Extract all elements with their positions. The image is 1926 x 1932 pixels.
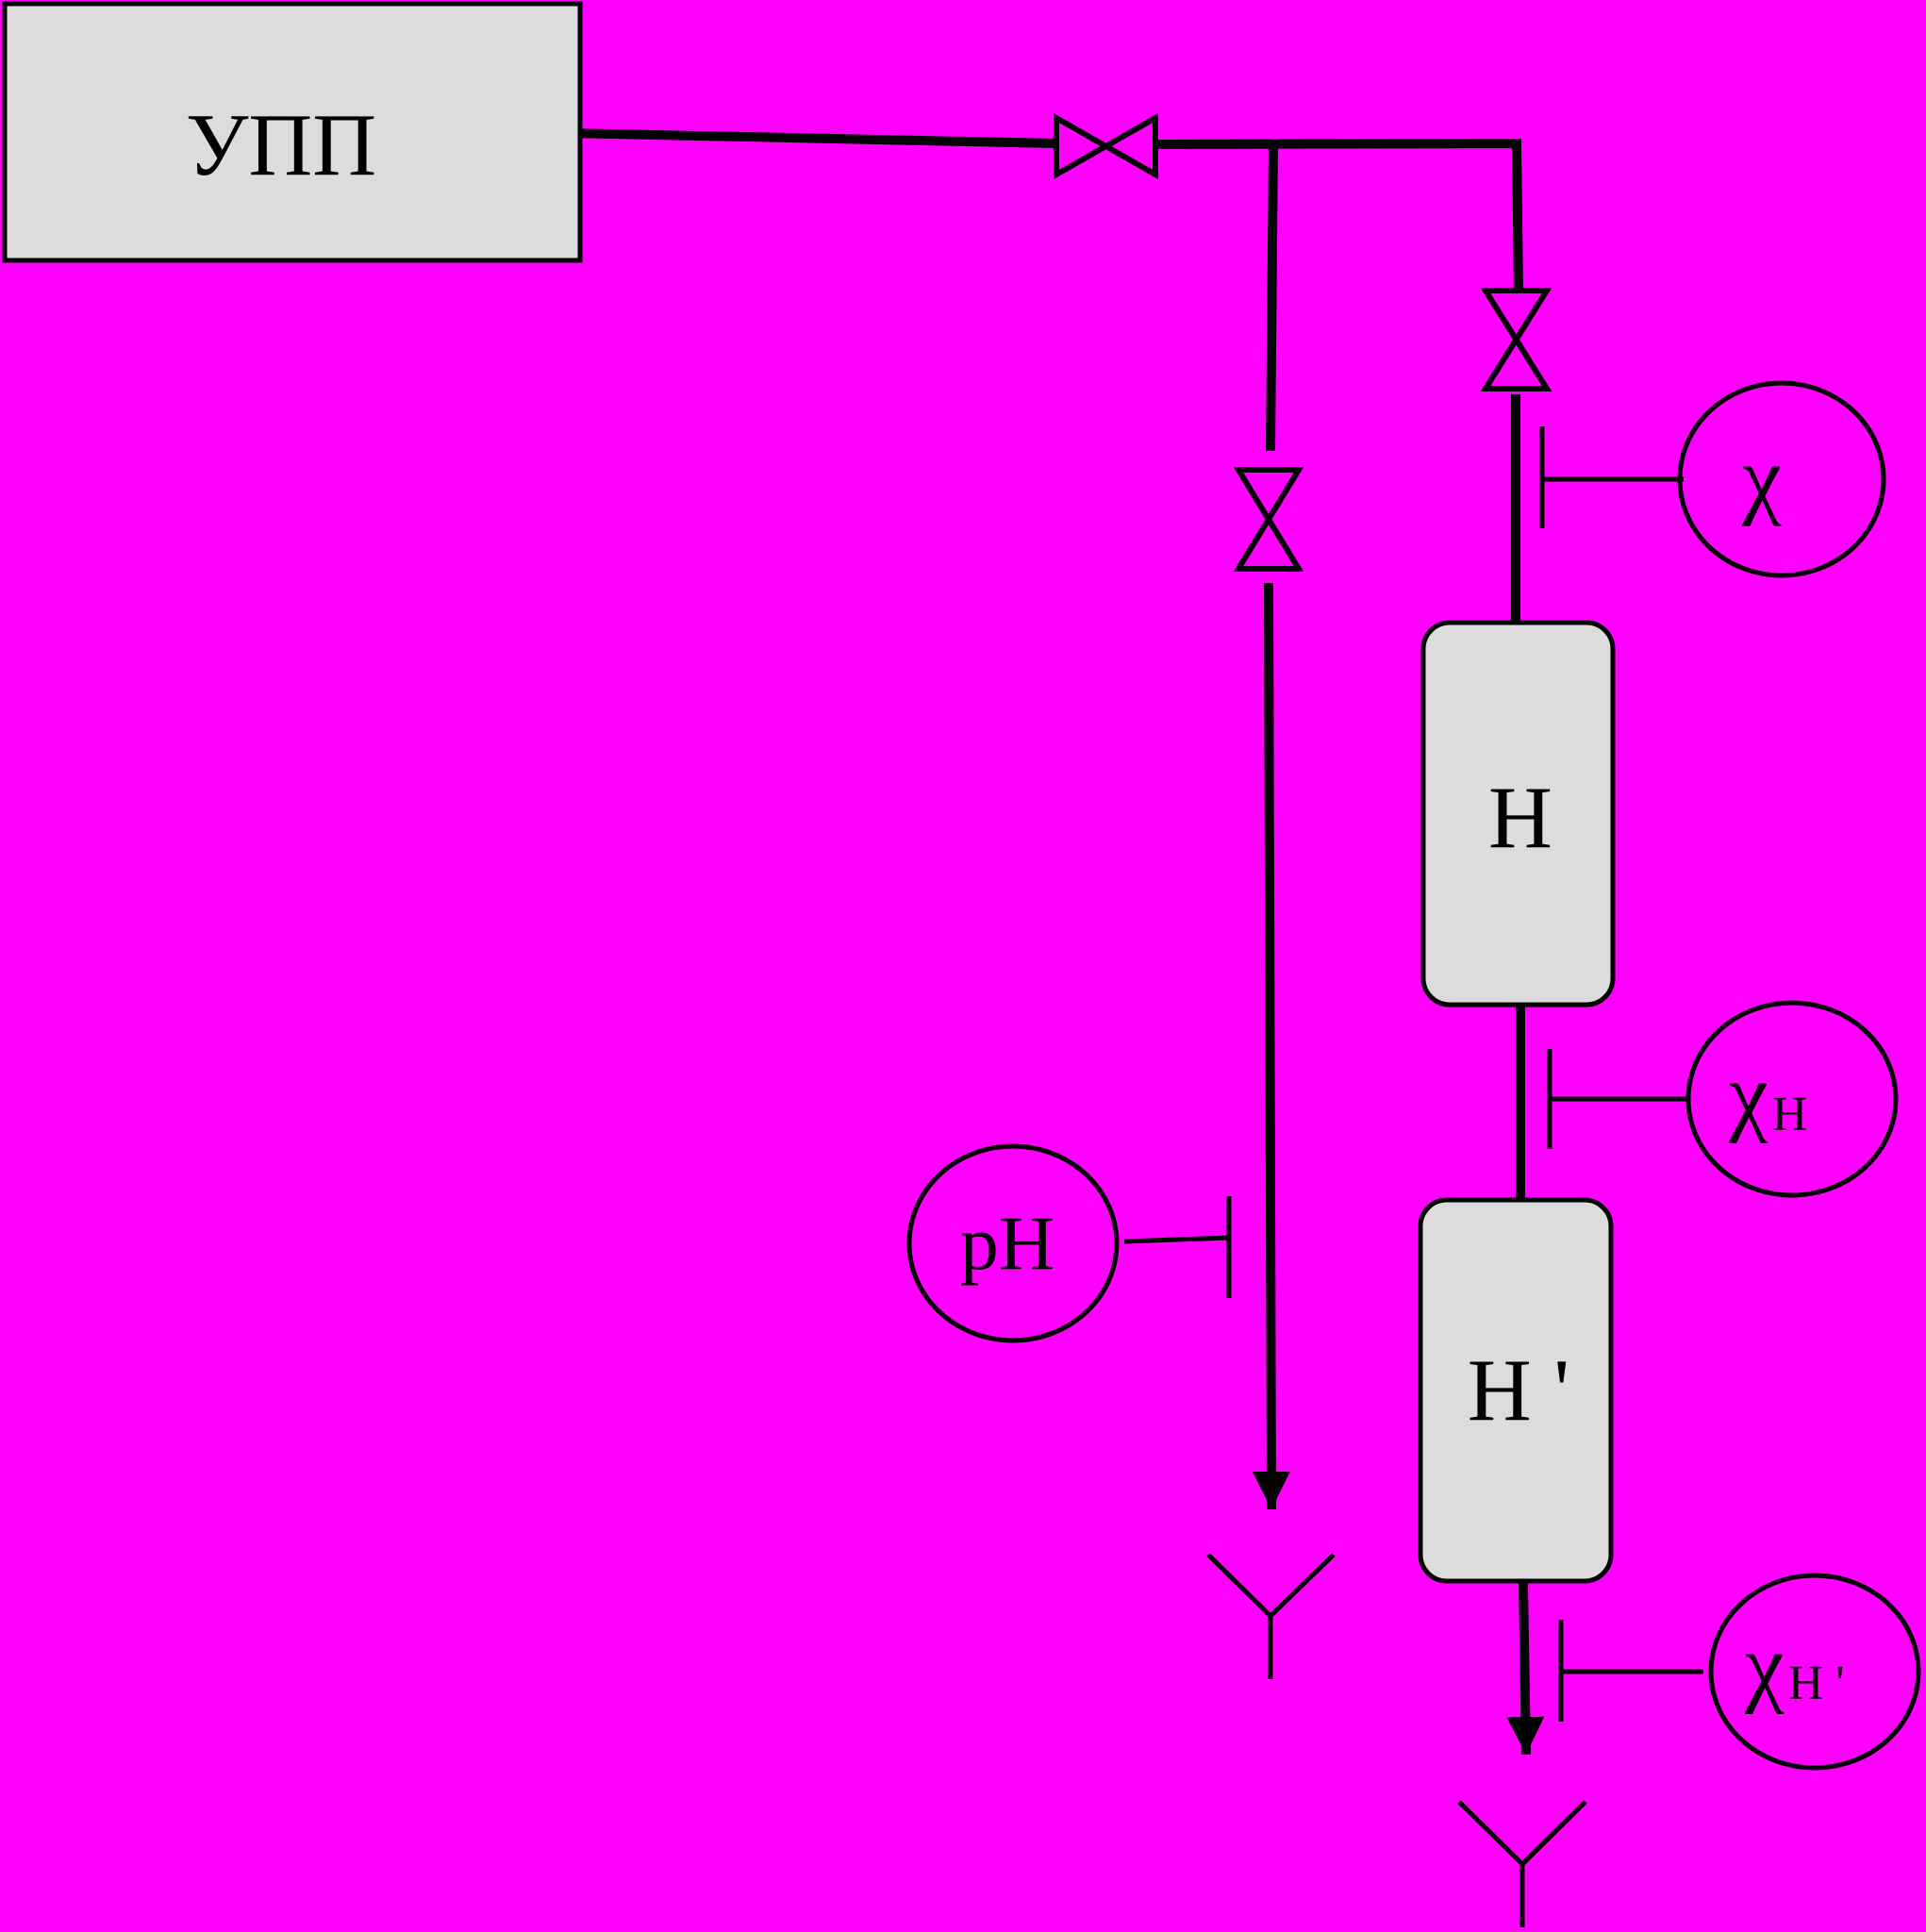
sensor-chi-circle xyxy=(1677,380,1886,578)
sensor-chi-h: χ Н xyxy=(1685,1000,1899,1198)
upp-unit: УПП xyxy=(2,1,583,263)
svg-text:рН: рН xyxy=(960,1200,1054,1286)
sensor-chi-h-prime-circle xyxy=(1708,1573,1921,1771)
pipe-upp-to-valve xyxy=(565,128,1057,148)
pipe-outlet xyxy=(1506,1582,1545,1756)
drain-icon xyxy=(1457,1800,1587,1927)
svg-text:χ Н ': χ Н ' xyxy=(1744,1617,1845,1715)
sensor-chi-h-subscript: Н xyxy=(1772,1088,1808,1141)
drain-icon xyxy=(1206,1553,1336,1679)
sensor-ph-symbol: рН xyxy=(960,1200,1054,1286)
column-h-label: Н xyxy=(1488,769,1552,867)
upp-label: УПП xyxy=(186,96,376,194)
gate-valve-icon[interactable] xyxy=(1233,467,1304,572)
sensor-ph: рН xyxy=(906,1143,1120,1343)
svg-text:χ: χ xyxy=(1741,429,1782,527)
column-h-prime-label: Н ' xyxy=(1468,1341,1569,1440)
sensor-chi-h-prime-subscript: Н ' xyxy=(1788,1657,1845,1710)
column-h-box xyxy=(1420,620,1616,1008)
pipe-header xyxy=(1154,138,1523,291)
sensor-chi-symbol: χ xyxy=(1741,429,1782,527)
column-h-prime-box xyxy=(1418,1197,1614,1584)
pipe-branch-left-upper xyxy=(1266,143,1278,452)
column-h-prime: Н ' xyxy=(1418,1197,1614,1584)
column-h: Н xyxy=(1420,620,1616,1008)
pipes xyxy=(565,128,1545,1756)
pipe-branch-left-lower xyxy=(1252,582,1290,1510)
upp-box xyxy=(2,1,583,263)
sensor-chi-h-prime: χ Н ' xyxy=(1708,1573,1921,1771)
sensor-taps xyxy=(1123,426,1703,1722)
sensor-chi-h-symbol: χ xyxy=(1728,1046,1768,1144)
sensor-chi: χ xyxy=(1677,380,1886,578)
gate-valve-icon[interactable] xyxy=(1054,112,1158,180)
sensor-chi-h-circle xyxy=(1685,1000,1899,1198)
sensor-chi-h-prime-symbol: χ xyxy=(1744,1617,1785,1715)
svg-text:χ Н: χ Н xyxy=(1728,1046,1807,1144)
gate-valve-icon[interactable] xyxy=(1480,288,1552,391)
sensor-ph-circle xyxy=(906,1143,1120,1343)
